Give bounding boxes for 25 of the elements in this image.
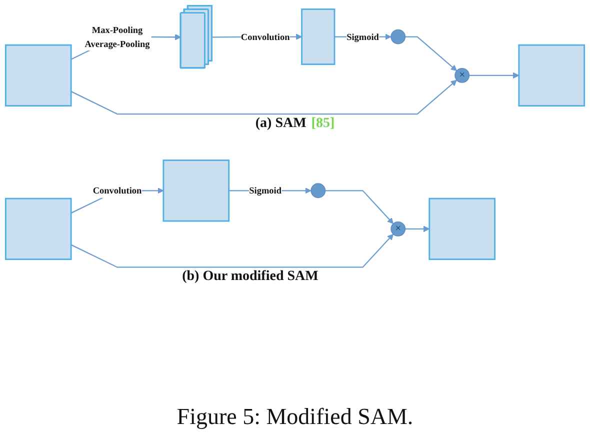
arrow xyxy=(70,234,394,268)
subfigure-label: (b) Our modified SAM xyxy=(182,269,318,284)
node-cube xyxy=(4,198,72,260)
arrow xyxy=(469,72,520,79)
edge-label: Max-Pooling Average-Pooling xyxy=(84,24,150,49)
node-cube xyxy=(518,44,586,107)
edge-label: Sigmoid xyxy=(249,185,282,196)
node-circle xyxy=(390,29,406,44)
node-cube xyxy=(428,198,496,260)
node-circle: × xyxy=(390,221,406,236)
node-circle: × xyxy=(454,68,470,83)
edge-label: Sigmoid xyxy=(346,31,379,42)
arrow xyxy=(70,80,457,115)
edge-label: Convolution xyxy=(92,185,142,196)
node-circle xyxy=(310,183,326,198)
arrow xyxy=(325,190,394,224)
node-cube xyxy=(4,44,72,107)
figure-caption: Figure 5: Modified SAM. xyxy=(176,404,414,430)
arrow xyxy=(405,226,430,232)
node-cube xyxy=(162,160,230,222)
arrow xyxy=(405,36,457,72)
subfigure-label: (a) SAM xyxy=(255,116,306,131)
edge-label: Convolution xyxy=(240,31,290,42)
citation-number: [85] xyxy=(311,116,335,131)
node-box xyxy=(301,8,336,66)
